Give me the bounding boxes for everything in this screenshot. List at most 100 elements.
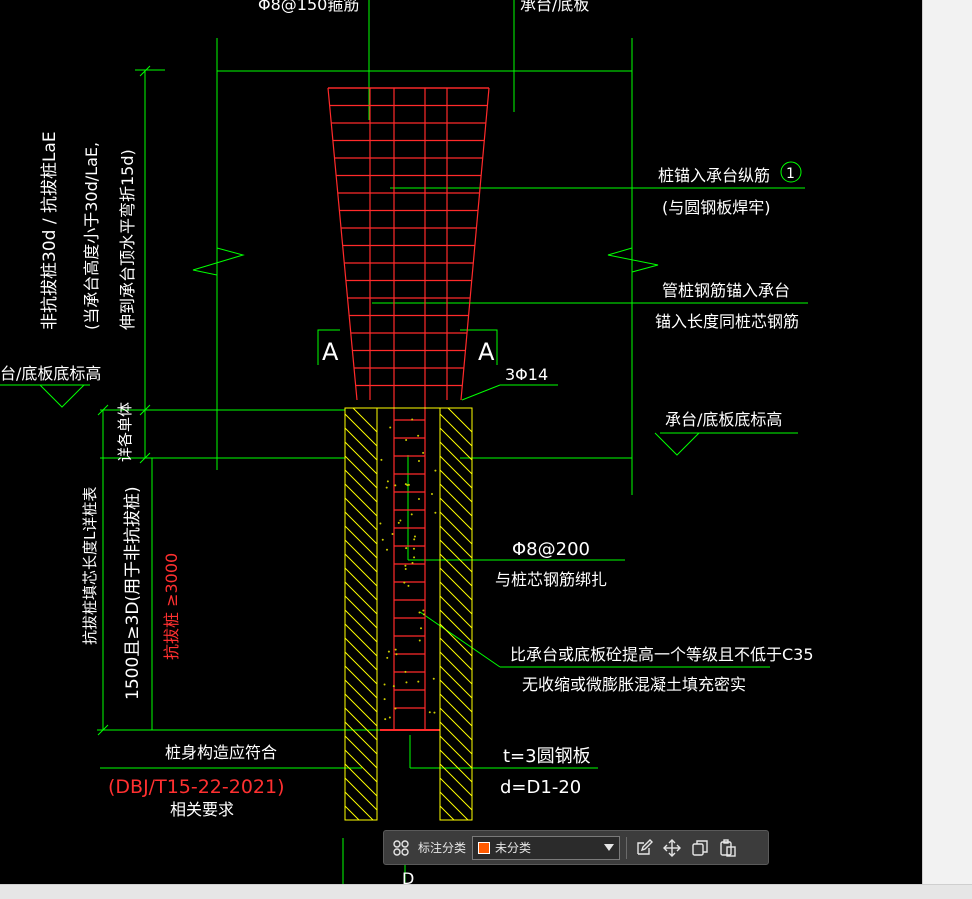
wall-hatch <box>439 623 473 657</box>
wall-hatch <box>344 469 378 503</box>
wall-hatch <box>439 567 473 601</box>
wall-hatch <box>344 651 378 685</box>
concrete-dot <box>413 538 416 541</box>
wall-hatch <box>439 525 473 559</box>
copy-icon[interactable] <box>689 837 711 859</box>
circle-number: 1 <box>786 166 795 182</box>
concrete-dot <box>383 683 386 686</box>
body-note-b: 相关要求 <box>170 800 234 819</box>
concrete-dot <box>405 438 408 441</box>
vertical-dim-text-1b: (当承台高度小于30d/LaE, <box>82 142 101 330</box>
wall-hatch <box>344 721 378 755</box>
concrete-dot <box>422 609 425 612</box>
annotation-category-label: 标注分类 <box>418 841 467 855</box>
status-bar <box>0 884 972 899</box>
wall-hatch <box>344 665 378 699</box>
body-note-red: (DBJ/T15-22-2021) <box>108 776 285 798</box>
vertical-dim-text-1a: 非抗拔桩30d / 抗拔桩LaE <box>40 131 60 330</box>
wall-hatch <box>344 805 360 821</box>
wall-hatch <box>344 483 378 517</box>
body-note: 桩身构造应符合 <box>165 743 277 762</box>
wall-hatch <box>344 553 378 587</box>
wall-hatch <box>344 749 378 783</box>
wall-hatch <box>344 595 378 629</box>
grid-apps-icon[interactable] <box>390 837 412 859</box>
wall-hatch <box>439 735 473 769</box>
wall-hatch <box>439 441 473 475</box>
concrete-dot <box>384 718 387 721</box>
wall-hatch <box>439 637 473 671</box>
left-elevation-label: 台/底板底标高 <box>0 364 101 383</box>
concrete-dot <box>380 458 383 461</box>
wall-hatch <box>439 595 473 629</box>
paste-icon[interactable] <box>717 837 739 859</box>
concrete-dot <box>379 522 382 525</box>
concrete-dot <box>394 648 397 651</box>
concrete-dot <box>407 584 410 587</box>
wall-hatch <box>344 763 378 797</box>
concrete-dot <box>383 698 386 701</box>
concrete-dot <box>413 556 416 559</box>
vertical-dim-text-3: 1500且≥3D(用于非抗拔桩) <box>123 486 143 700</box>
concrete-dot <box>418 611 421 614</box>
concrete-dot <box>428 711 431 714</box>
concrete-dot <box>391 533 394 536</box>
concrete-dot <box>392 685 395 688</box>
bottom-partial-label: D <box>402 869 414 884</box>
rebar-cage <box>327 87 490 731</box>
wall-hatch <box>344 511 378 545</box>
plate-note: t=3圆钢板 <box>503 746 591 767</box>
concrete-dot <box>418 639 421 642</box>
pile-wall <box>344 407 473 821</box>
toolbar-separator <box>626 836 628 859</box>
category-dropdown[interactable]: 未分类 <box>472 835 621 860</box>
concrete-dots <box>379 418 437 721</box>
bars-3phi14-label: 3Φ14 <box>505 365 548 384</box>
concrete-dot <box>412 547 415 550</box>
concrete-dot <box>399 519 402 522</box>
wall-hatch <box>439 707 473 741</box>
concrete-dot <box>381 538 384 541</box>
edit-icon[interactable] <box>633 837 655 859</box>
section-label-right: A <box>478 338 495 366</box>
wall-hatch <box>344 567 378 601</box>
concrete-dot <box>386 480 389 483</box>
cad-drawing-canvas[interactable]: Φ8@150箍筋 承台/底板 桩锚入承台纵筋 (与圆钢板焊牢) 管桩钢筋锚入承台… <box>0 0 922 884</box>
concrete-dot <box>434 511 437 514</box>
wall-hatch <box>447 407 473 433</box>
anchor-note-1: 桩锚入承台纵筋 <box>658 166 770 185</box>
wall-hatch <box>439 497 473 531</box>
wall-hatch <box>439 693 473 727</box>
wall-hatch <box>439 413 473 447</box>
vertical-dim-text-2: 详各单体 <box>116 402 134 462</box>
category-color-swatch <box>478 841 491 854</box>
wall-hatch <box>439 665 473 699</box>
concrete-dot <box>394 484 397 487</box>
concrete-dot <box>407 483 410 486</box>
concrete-dot <box>395 653 398 656</box>
wall-hatch <box>344 609 378 643</box>
fill-note: 比承台或底板砼提高一个等级且不低于C35 <box>510 645 814 664</box>
stirrup-note: Φ8@200 <box>512 539 590 560</box>
concrete-dot <box>387 650 390 653</box>
wall-hatch <box>439 511 473 545</box>
concrete-dot <box>410 513 413 516</box>
wall-hatch <box>439 721 473 755</box>
wall-hatch <box>439 791 469 821</box>
concrete-dot <box>405 681 408 684</box>
concrete-dot <box>411 562 414 565</box>
wall-hatch <box>439 609 473 643</box>
wall-hatch <box>344 777 378 811</box>
concrete-dot <box>389 426 392 429</box>
concrete-dot <box>432 677 435 680</box>
wall-hatch <box>344 455 378 489</box>
section-label-left: A <box>322 338 339 366</box>
anchor-note-1b: (与圆钢板焊牢) <box>662 198 771 217</box>
move-icon[interactable] <box>661 837 683 859</box>
wall-hatch <box>439 777 473 811</box>
concrete-dot <box>417 680 420 683</box>
wall-hatch <box>352 407 378 433</box>
vertical-dim-text-3b: 抗拔桩填芯长度L详桩表 <box>81 487 99 645</box>
concrete-dot <box>423 613 426 616</box>
wall-hatch <box>439 469 473 503</box>
